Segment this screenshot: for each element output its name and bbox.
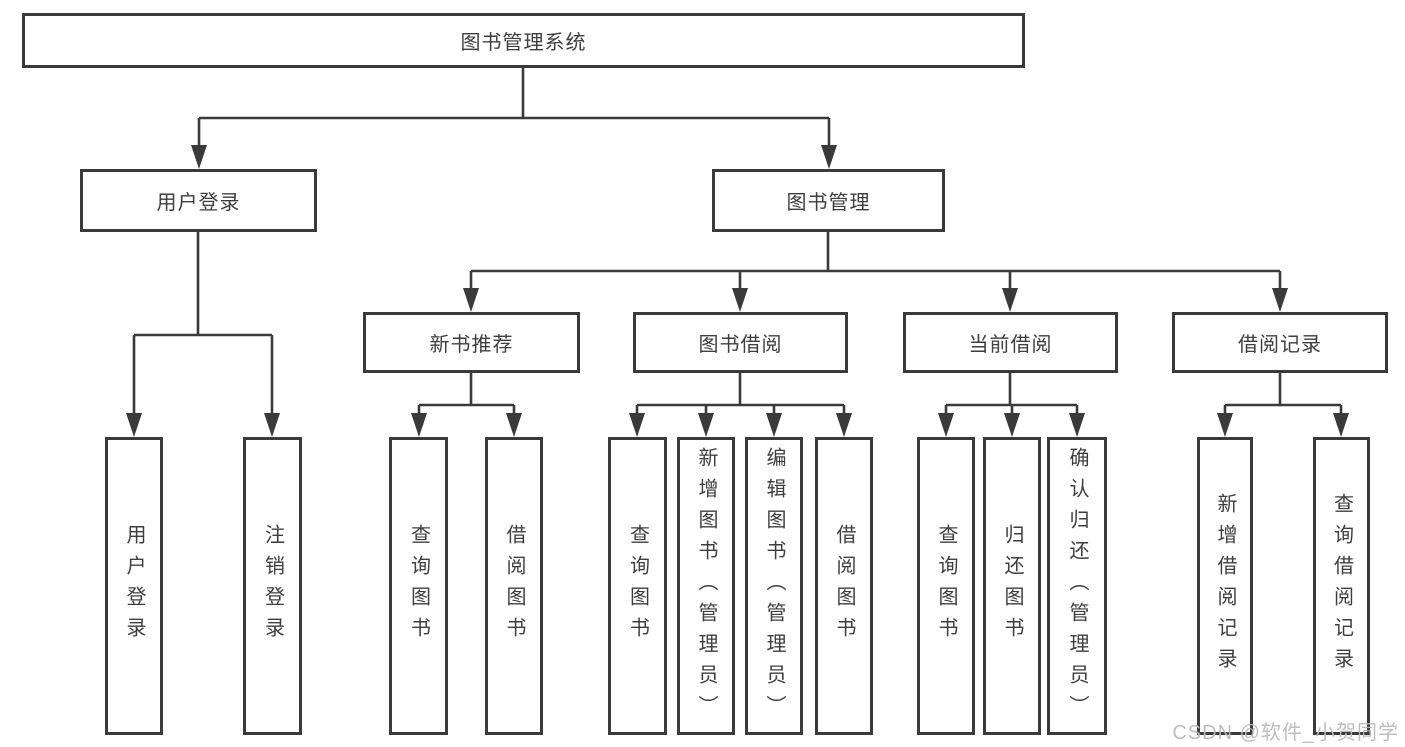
connector-user-login [132, 232, 274, 418]
leaf-add-borrow-record: 新增借阅记录 [1197, 437, 1253, 735]
leaf-confirm-return-admin: 确认归还（管理员） [1047, 437, 1107, 735]
leaf-user-login: 用户登录 [105, 437, 163, 735]
connector-book-mgmt [469, 232, 1282, 293]
leaf-query-books-borrowing: 查询图书 [608, 437, 667, 735]
connector-records [1223, 373, 1343, 418]
node-user-login: 用户登录 [80, 169, 317, 232]
node-current-borrowing: 当前借阅 [903, 312, 1118, 373]
connector-new-books [417, 373, 516, 418]
node-book-management: 图书管理 [712, 169, 945, 232]
node-root: 图书管理系统 [22, 13, 1025, 68]
connector-borrowing [635, 373, 846, 418]
connector-root [197, 68, 831, 150]
leaf-return-books: 归还图书 [983, 437, 1041, 735]
leaf-query-books-recommend: 查询图书 [389, 437, 448, 735]
leaf-borrow-books: 借阅图书 [815, 437, 873, 735]
leaf-logout: 注销登录 [243, 437, 302, 735]
node-borrowing-records: 借阅记录 [1172, 312, 1388, 373]
connector-current [944, 373, 1079, 418]
leaf-query-borrow-record: 查询借阅记录 [1313, 437, 1370, 735]
leaf-query-books-current: 查询图书 [917, 437, 975, 735]
leaf-edit-books-admin: 编辑图书（管理员） [745, 437, 803, 735]
csdn-watermark: CSDN @软件_小贺同学 [1172, 722, 1399, 744]
node-book-borrowing: 图书借阅 [633, 312, 848, 373]
arrowheads [126, 145, 1349, 437]
node-new-book-recommend: 新书推荐 [363, 312, 580, 373]
leaf-borrow-books-recommend: 借阅图书 [485, 437, 543, 735]
leaf-add-books-admin: 新增图书（管理员） [677, 437, 735, 735]
